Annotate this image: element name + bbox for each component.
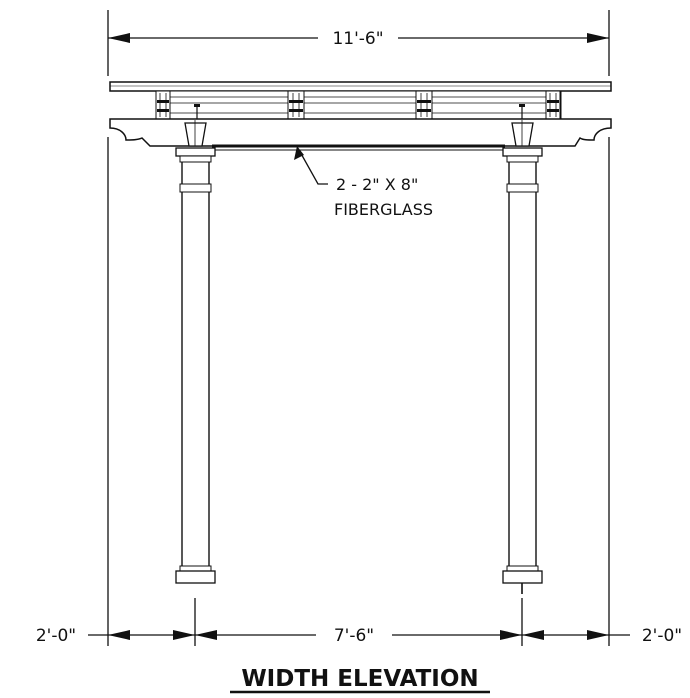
column-base-ring	[506, 565, 539, 572]
column-necking	[506, 155, 539, 163]
column-base	[175, 570, 216, 584]
overall-width-label: 11'-6"	[332, 29, 383, 49]
purlin-assembly	[155, 90, 562, 120]
arrowhead-icon	[522, 630, 544, 640]
callout-line-2: FIBERGLASS	[334, 200, 433, 219]
leader-line	[298, 149, 328, 185]
rafter-bracket	[415, 90, 433, 120]
column-base	[502, 570, 543, 584]
rafter-bracket	[545, 90, 561, 120]
arrowhead-icon	[108, 630, 130, 640]
rafter-bracket	[155, 90, 171, 120]
column-band	[506, 183, 539, 193]
top-cap-board	[109, 81, 612, 92]
arrowhead-icon	[587, 630, 609, 640]
arrowhead-left-icon	[108, 33, 130, 43]
right-column-bracket	[511, 120, 534, 147]
fiberglass-callout: 2 - 2" X 8" FIBERGLASS	[294, 146, 433, 219]
column-necking	[179, 155, 212, 163]
callout-line-1: 2 - 2" X 8"	[336, 175, 418, 194]
overall-width-dimension: 11'-6"	[107, 10, 610, 76]
arrowhead-icon	[195, 630, 217, 640]
right-column	[502, 147, 543, 594]
left-column-bracket	[184, 120, 207, 147]
leader-arrowhead-icon	[294, 146, 304, 160]
column-band	[179, 183, 212, 193]
right-overhang-label: 2'-0"	[642, 626, 682, 646]
fastener-icon	[194, 104, 200, 119]
top-cap-outline	[109, 81, 612, 92]
column-capital	[175, 147, 216, 157]
main-beam	[109, 118, 612, 151]
left-overhang-label: 2'-0"	[36, 626, 76, 646]
purlin-zone	[155, 90, 562, 120]
left-column	[175, 147, 216, 584]
arrowhead-icon	[173, 630, 195, 640]
rafter-bracket	[287, 90, 305, 120]
arrowhead-icon	[500, 630, 522, 640]
post-spacing-label: 7'-6"	[334, 626, 374, 646]
fastener-icon	[519, 104, 525, 119]
beam-outline	[109, 118, 612, 147]
column-capital	[502, 147, 543, 157]
bottom-dimension-chain: 2'-0" 7'-6" 2'-0"	[36, 626, 682, 646]
arrowhead-right-icon	[587, 33, 609, 43]
title-text: WIDTH ELEVATION	[241, 666, 478, 692]
drawing-title: WIDTH ELEVATION	[230, 666, 490, 694]
column-base-ring	[179, 565, 212, 572]
